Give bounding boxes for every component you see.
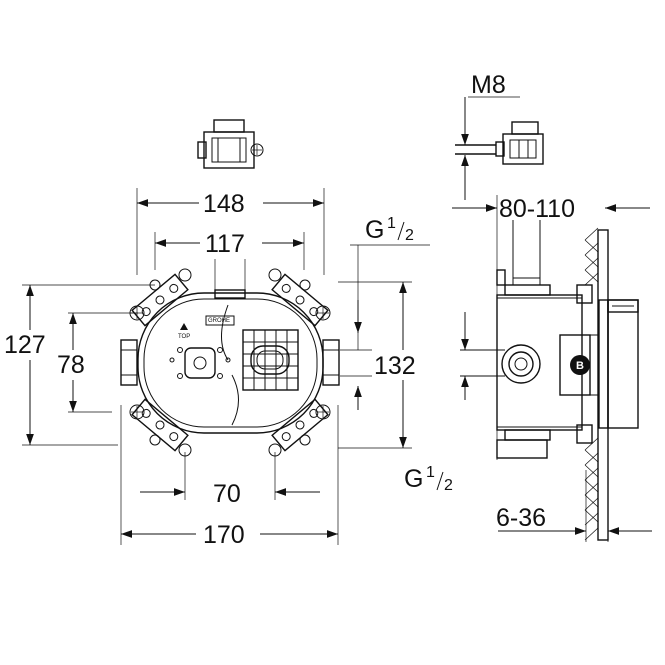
dim-label-m8: M8 [471,71,506,99]
m8-dimension: M8 [461,71,520,200]
wall-hatching [584,227,599,541]
svg-text:2: 2 [405,227,414,244]
front-view: TOP GROHE 148 117 127 [2,119,430,549]
marker-b-icon [570,355,590,375]
plaster-guard-grid [242,329,299,391]
front-dimensions: 148 117 127 78 132 70 170 G 1 2 [2,188,430,549]
top-arrow-icon [180,323,188,330]
dim-label-78: 78 [57,351,85,379]
valve-body: TOP GROHE [137,289,324,434]
dim-label-6-36: 6-36 [496,504,546,532]
top-fitting [197,119,264,169]
depth-dimension: 80-110 [452,193,650,460]
side-body: B [460,220,598,459]
side-pipe-stubs [120,339,340,386]
dim-label-70: 70 [213,480,241,508]
dim-label-148: 148 [203,190,245,218]
brand-label: GROHE [208,318,230,324]
thread-label-top: G 1 2 [365,215,414,244]
side-top-fitting [455,121,544,165]
top-label: TOP [178,334,190,340]
wall-section [584,227,639,541]
svg-text:2: 2 [444,477,453,494]
dim-label-132: 132 [374,352,416,380]
mounting-brackets [129,268,331,457]
svg-text:1: 1 [387,215,396,232]
svg-text:G: G [404,465,423,493]
wall-dimension: 6-36 [496,470,652,542]
dim-label-80-110: 80-110 [499,195,575,223]
thread-label-bottom: G 1 2 [404,312,469,494]
side-view: M8 80-110 [404,71,652,542]
dim-label-170: 170 [203,521,245,549]
svg-text:1: 1 [426,464,435,481]
marker-b-label: B [576,360,584,372]
dim-label-127: 127 [4,331,46,359]
svg-text:G: G [365,216,384,244]
dim-label-117: 117 [205,230,245,258]
